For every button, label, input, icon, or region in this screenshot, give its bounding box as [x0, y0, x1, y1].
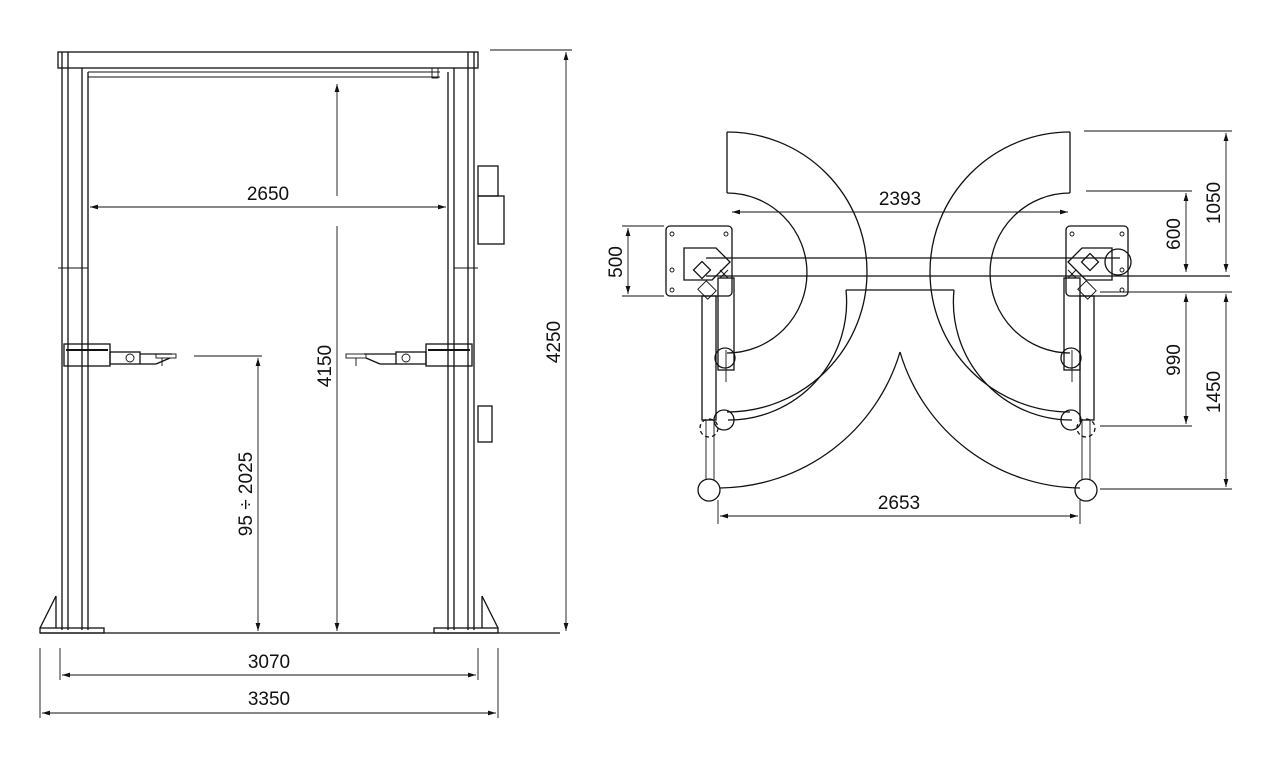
dim-1450-label: 1450	[1204, 371, 1225, 413]
long-arm-arc-left	[719, 351, 901, 489]
left-arm-swing-inner	[726, 192, 808, 354]
left-post	[665, 225, 733, 300]
right-arm-swing-inner	[989, 192, 1071, 354]
right-arms	[1060, 277, 1098, 502]
right-carriage-arm	[345, 343, 473, 367]
top-beam	[57, 51, 479, 69]
dim-lift-range: 95 ÷ 2025	[236, 452, 257, 536]
dim-base-width: 3070	[248, 652, 290, 673]
dim-600-label: 600	[1164, 218, 1185, 250]
long-arm-arc-right	[899, 351, 1081, 489]
motor	[477, 165, 499, 197]
left-carriage-arm	[63, 343, 177, 367]
dim-overall-width: 3350	[248, 689, 290, 710]
dim-arm-span: 2393	[879, 189, 921, 210]
left-column	[39, 52, 105, 634]
control-box	[477, 405, 493, 443]
front-view: 2650 4150 95 ÷ 2025 4250 3070 3350	[39, 49, 572, 718]
right-column	[433, 52, 505, 634]
dim-max-height: 4150	[315, 345, 336, 387]
dim-post-depth: 500	[606, 246, 627, 278]
left-arm-swing-outer	[726, 131, 868, 413]
dim-arm-reach: 2653	[878, 493, 920, 514]
right-post	[1065, 225, 1132, 300]
dim-total-height: 4250	[544, 321, 565, 363]
right-arm-swing-outer	[929, 131, 1071, 413]
dim-990-label: 990	[1164, 344, 1185, 376]
dim-inner-width: 2650	[247, 184, 289, 205]
left-arms	[697, 277, 736, 502]
right-motor-circle	[1104, 248, 1132, 276]
top-view: 2393 2653 500 1050 600 990 1450	[606, 130, 1232, 524]
dim-1050-label: 1050	[1204, 182, 1225, 224]
